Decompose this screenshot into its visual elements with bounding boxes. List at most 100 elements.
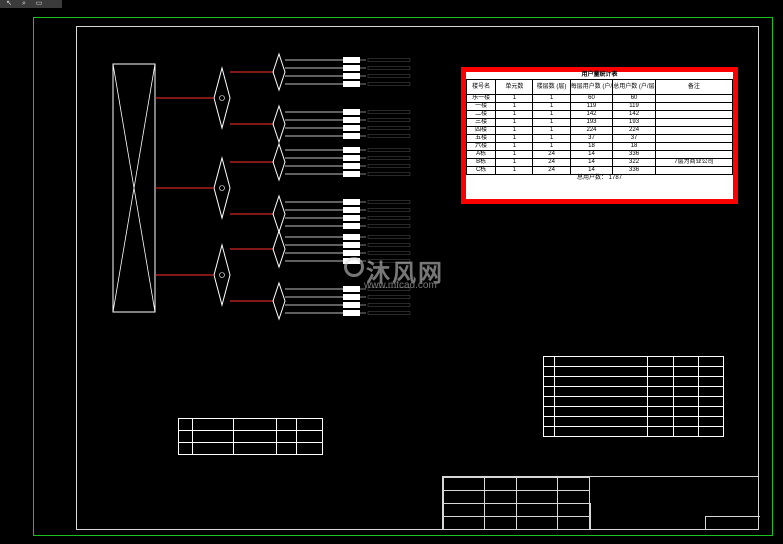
table-cell <box>697 366 725 377</box>
terminal-box <box>343 171 360 177</box>
table-cell <box>483 503 517 517</box>
table-cell <box>275 430 298 443</box>
table-cell <box>654 94 734 103</box>
table-cell: 1 <box>532 94 571 103</box>
table-cell <box>543 386 555 397</box>
table-cell <box>483 516 517 530</box>
table-cell <box>647 366 674 377</box>
col-header: 单元数 <box>495 79 534 95</box>
terminal-label-placeholder <box>367 208 411 212</box>
table-cell <box>553 396 649 407</box>
table-cell <box>556 490 591 504</box>
table-cell <box>543 376 555 387</box>
table-cell <box>697 416 725 427</box>
table-cell <box>232 430 277 443</box>
table-cell <box>515 503 558 517</box>
table-cell: 三楼 <box>465 118 497 127</box>
terminal-label-placeholder <box>367 243 411 247</box>
splitter-level2 <box>272 194 286 234</box>
table-cell: 五楼 <box>465 134 497 143</box>
arrow-icon[interactable]: ↖ <box>6 0 12 7</box>
material-table <box>543 356 725 437</box>
table-cell: 224 <box>569 126 614 135</box>
table-cell <box>553 356 649 367</box>
table-cell <box>672 386 699 397</box>
table-cell: 142 <box>612 110 656 119</box>
terminal-box <box>343 73 360 79</box>
table-cell <box>654 126 734 135</box>
watermark-main-text: 沐风网 <box>366 259 444 287</box>
table-cell <box>647 426 674 437</box>
terminal-box <box>343 302 360 308</box>
terminal-box <box>343 310 360 316</box>
terminal-box <box>343 155 360 161</box>
table-row <box>543 386 725 397</box>
pan-icon[interactable]: ▭ <box>35 0 43 7</box>
table-cell <box>672 426 699 437</box>
table-cell: 142 <box>569 110 614 119</box>
terminal-label-placeholder <box>367 74 411 78</box>
watermark-logo-icon <box>344 257 364 277</box>
table-cell <box>556 503 591 517</box>
table-cell <box>556 477 591 491</box>
terminal-label-placeholder <box>367 216 411 220</box>
terminal-box <box>343 133 360 139</box>
table-cell: 1 <box>532 110 571 119</box>
table-cell: 1 <box>495 126 534 135</box>
table-cell <box>192 442 234 455</box>
table-cell: 1 <box>495 134 534 143</box>
table-cell <box>232 442 277 455</box>
table-cell <box>647 396 674 407</box>
table-cell <box>553 386 649 397</box>
terminal-box <box>343 199 360 205</box>
terminal-box <box>343 223 360 229</box>
table-cell <box>647 416 674 427</box>
terminal-box <box>343 125 360 131</box>
table-cell <box>672 366 699 377</box>
terminal-label-placeholder <box>367 303 411 307</box>
table-cell: 193 <box>569 118 614 127</box>
terminal-label-placeholder <box>367 58 411 62</box>
terminal-label-placeholder <box>367 287 411 291</box>
table-cell <box>654 102 734 111</box>
table-cell: 1 <box>495 142 534 151</box>
col-header: 楼层数 (层) <box>532 79 571 95</box>
table-cell <box>296 418 323 431</box>
table-cell: 24 <box>532 150 571 159</box>
table-cell: 1 <box>532 118 571 127</box>
table-cell <box>232 418 277 431</box>
terminal-box <box>343 109 360 115</box>
col-header: 总用户数 (户/层) <box>612 79 656 95</box>
table-cell <box>654 118 734 127</box>
terminal-box <box>343 65 360 71</box>
table-cell <box>515 490 558 504</box>
table-cell <box>672 356 699 367</box>
splitter-level1 <box>213 66 231 130</box>
table-cell <box>515 477 558 491</box>
terminal-label-placeholder <box>367 66 411 70</box>
table-cell <box>553 376 649 387</box>
table-cell: 六楼 <box>465 142 497 151</box>
site-watermark: 沐风网 www.mfcad.com <box>342 253 482 297</box>
col-header: 备注 <box>654 79 734 95</box>
table-cell: 224 <box>612 126 656 135</box>
table-cell: 1 <box>532 102 571 111</box>
table-cell: 24 <box>532 158 571 167</box>
splitter-port <box>219 185 225 191</box>
table-cell <box>553 416 649 427</box>
terminal-label-placeholder <box>367 164 411 168</box>
table-cell <box>553 426 649 437</box>
table-cell <box>443 516 485 530</box>
table-cell: A栋 <box>465 150 497 159</box>
table-cell <box>697 386 725 397</box>
zoom-icon[interactable]: ⌕ <box>22 0 26 7</box>
table-cell <box>647 356 674 367</box>
terminal-box <box>343 286 360 292</box>
splitter-level1 <box>213 243 231 307</box>
